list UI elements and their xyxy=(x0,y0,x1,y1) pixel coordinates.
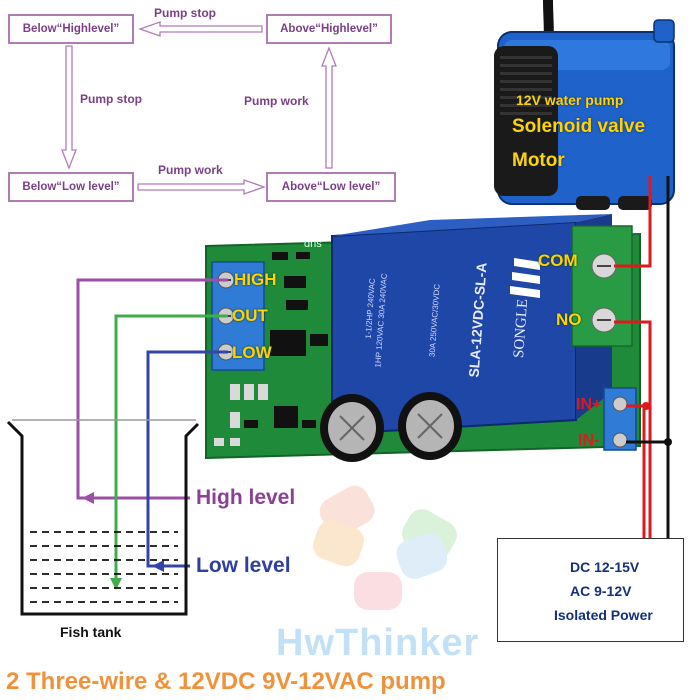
pump-label-2: Solenoid valve xyxy=(512,116,646,137)
terminal-label-com: COM xyxy=(538,251,578,270)
power-line-3: Isolated Power xyxy=(554,607,653,623)
pump-outlet xyxy=(653,19,675,43)
flow-label-top: Pump stop xyxy=(154,6,216,20)
tank-outline xyxy=(6,420,200,616)
wire-high xyxy=(76,278,228,500)
flow-label-left: Pump stop xyxy=(80,92,142,106)
pump-label-1: 12V water pump xyxy=(516,92,624,108)
pin-label-high: HIGH xyxy=(234,270,277,289)
tank-label: Fish tank xyxy=(60,624,122,640)
flow-label-bottom: Pump work xyxy=(158,163,223,177)
power-line-1: DC 12-15V xyxy=(570,559,640,575)
terminal-label-in-pos: IN+ xyxy=(576,396,602,413)
pump-front xyxy=(494,46,558,196)
wire-low xyxy=(146,350,228,568)
flow-box-below-high: Below“Highlevel” xyxy=(8,14,134,44)
pin-label-low: LOW xyxy=(232,343,272,362)
power-supply-box: DC 12-15V AC 9-12V Isolated Power xyxy=(497,538,684,642)
flow-box-above-high: Above“Highlevel” xyxy=(266,14,392,44)
wire-out xyxy=(114,314,228,584)
pin-label-out: OUT xyxy=(232,306,268,325)
flow-label-right: Pump work xyxy=(244,94,309,108)
pcb-text: dns xyxy=(304,238,322,250)
low-level-label: Low level xyxy=(196,554,291,577)
flow-box-above-low: Above“Low level” xyxy=(266,172,396,202)
capacitor-right xyxy=(398,392,462,460)
watermark-text: HwThinker xyxy=(276,622,480,664)
power-line-2: AC 9-12V xyxy=(570,583,632,599)
caption: 2 Three-wire & 12VDC 9V-12VAC pump xyxy=(6,668,446,695)
no-wire xyxy=(614,320,652,538)
pump-label-3: Motor xyxy=(512,150,565,171)
high-level-label: High level xyxy=(196,486,296,509)
flow-box-below-low: Below“Low level” xyxy=(8,172,134,202)
terminal-label-no: NO xyxy=(556,310,582,329)
capacitor-left xyxy=(320,394,384,462)
terminal-label-in-neg: IN- xyxy=(578,432,600,449)
